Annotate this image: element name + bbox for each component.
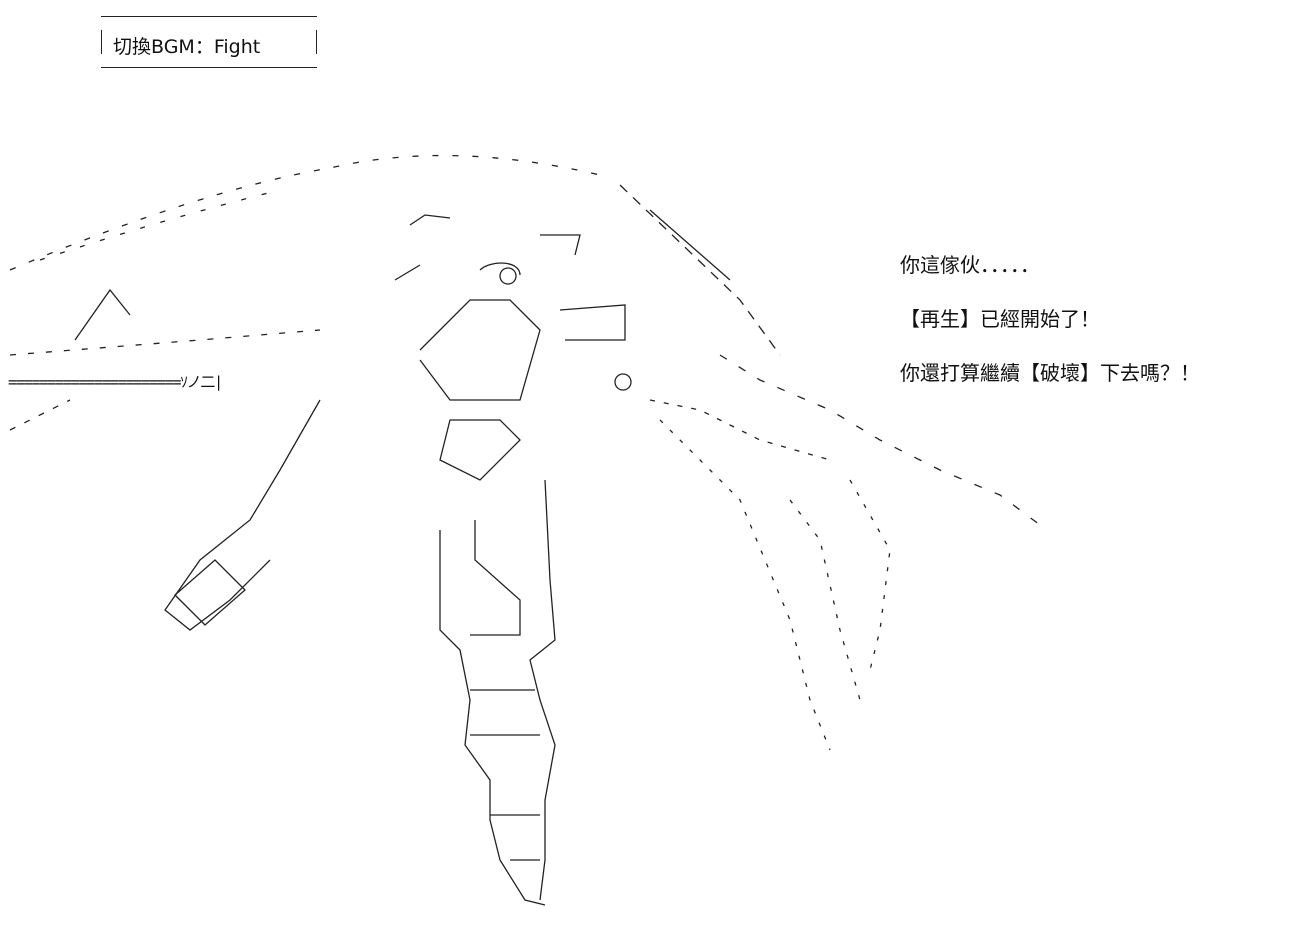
head — [394, 214, 581, 281]
dialog-text: 你這傢伙．．．．． 【再生】已經開始了！ 你還打算繼續【破壞】下去嗎？！ — [900, 238, 1200, 400]
box-top-border — [101, 16, 317, 17]
dialog-line-2: 【再生】已經開始了！ — [900, 307, 1100, 331]
bgm-label: 切換BGM：Fight — [113, 36, 261, 58]
bgm-switch-box: 切換BGM：Fight — [101, 14, 317, 68]
torso — [419, 299, 541, 401]
blade-lower — [9, 399, 71, 431]
shoulder-right — [559, 304, 626, 341]
box-right-border — [316, 30, 317, 54]
arm-left — [9, 329, 321, 356]
dialog-line-1: 你這傢伙．．．．． — [900, 253, 1040, 277]
left-arm — [164, 399, 321, 631]
eye-right — [614, 373, 632, 391]
claw-2 — [789, 499, 861, 701]
box-bottom-border — [101, 67, 317, 68]
wing-right-1 — [619, 184, 781, 356]
blade-upper — [74, 288, 131, 341]
chest — [439, 419, 521, 481]
wing-spikes — [719, 354, 1041, 526]
eye-left — [499, 267, 517, 285]
knee — [470, 689, 540, 861]
box-left-border — [101, 30, 102, 54]
wing-arc — [9, 154, 601, 271]
thigh — [470, 520, 521, 636]
leg-left — [439, 530, 546, 906]
claw-base — [649, 399, 831, 461]
beam-ascii: ======================ｿノ二| — [8, 373, 223, 391]
wing-right-2 — [649, 209, 731, 281]
leg-right — [529, 479, 556, 901]
fist — [174, 559, 246, 626]
wing-arc-2 — [39, 189, 281, 261]
claw-1 — [659, 419, 831, 751]
claw-3 — [849, 479, 891, 671]
dialog-line-3: 你還打算繼續【破壞】下去嗎？！ — [900, 361, 1200, 385]
